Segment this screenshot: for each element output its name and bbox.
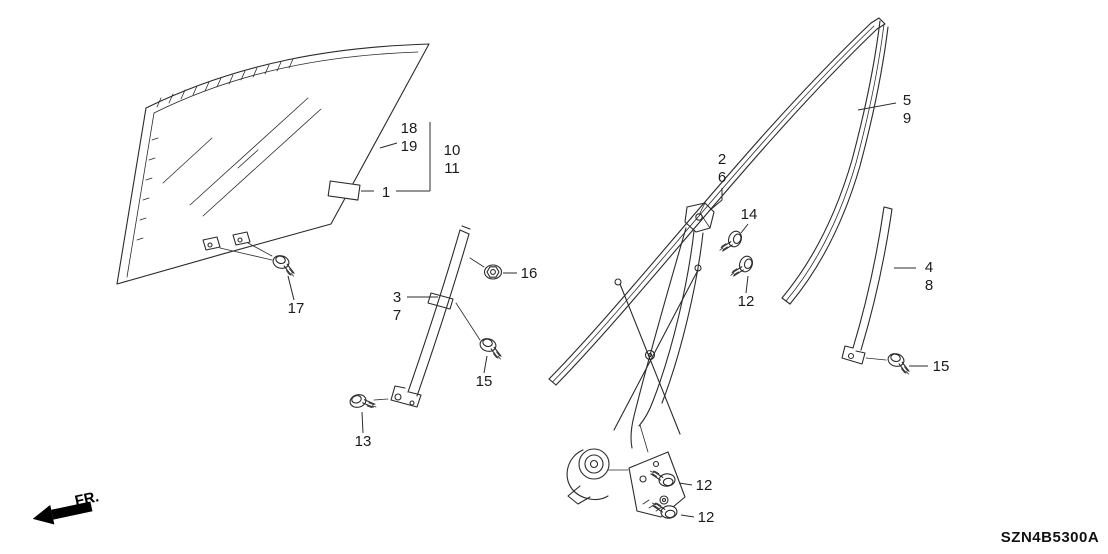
bolt-14-drawing xyxy=(719,227,745,257)
part-label-19[interactable]: 19 xyxy=(401,138,418,155)
bolt-12a-drawing xyxy=(730,252,756,282)
part-label-2[interactable]: 2 xyxy=(718,151,726,168)
fr-direction-arrow xyxy=(32,501,93,525)
door-glass-drawing xyxy=(116,43,430,285)
diagram-code: SZN4B5300A xyxy=(1001,529,1099,546)
run-channel-drawing xyxy=(548,17,889,386)
part-label-15a[interactable]: 15 xyxy=(476,373,493,390)
front-channel-drawing xyxy=(373,225,485,408)
bolt-15b-drawing xyxy=(885,351,914,375)
bolt-15a-drawing xyxy=(477,336,506,360)
part-label-1[interactable]: 1 xyxy=(382,184,390,201)
part-label-16[interactable]: 16 xyxy=(521,265,538,282)
regulator-drawing xyxy=(566,202,715,518)
rear-sash-drawing xyxy=(841,206,893,365)
part-label-12a[interactable]: 12 xyxy=(738,293,755,310)
part-label-3[interactable]: 3 xyxy=(393,289,401,306)
part-label-12b[interactable]: 12 xyxy=(696,477,713,494)
nut-16-drawing xyxy=(483,264,503,280)
part-label-17[interactable]: 17 xyxy=(288,300,305,317)
part-label-8[interactable]: 8 xyxy=(925,277,933,294)
part-label-9[interactable]: 9 xyxy=(903,110,911,127)
bolt-13-drawing xyxy=(348,390,377,414)
fr-label: FR. xyxy=(73,488,100,510)
part-label-4[interactable]: 4 xyxy=(925,259,933,276)
part-label-18[interactable]: 18 xyxy=(401,120,418,137)
part-label-13[interactable]: 13 xyxy=(355,433,372,450)
part-label-12c[interactable]: 12 xyxy=(698,509,715,526)
part-label-6[interactable]: 6 xyxy=(718,169,726,186)
bolt-12b-drawing xyxy=(649,468,677,489)
part-label-7[interactable]: 7 xyxy=(393,307,401,324)
part-label-14[interactable]: 14 xyxy=(741,206,758,223)
part-label-10[interactable]: 10 xyxy=(444,142,461,159)
bolt-17-drawing xyxy=(270,253,299,277)
part-label-11[interactable]: 11 xyxy=(444,160,460,177)
part-label-5[interactable]: 5 xyxy=(903,92,911,109)
part-label-15b[interactable]: 15 xyxy=(933,358,950,375)
